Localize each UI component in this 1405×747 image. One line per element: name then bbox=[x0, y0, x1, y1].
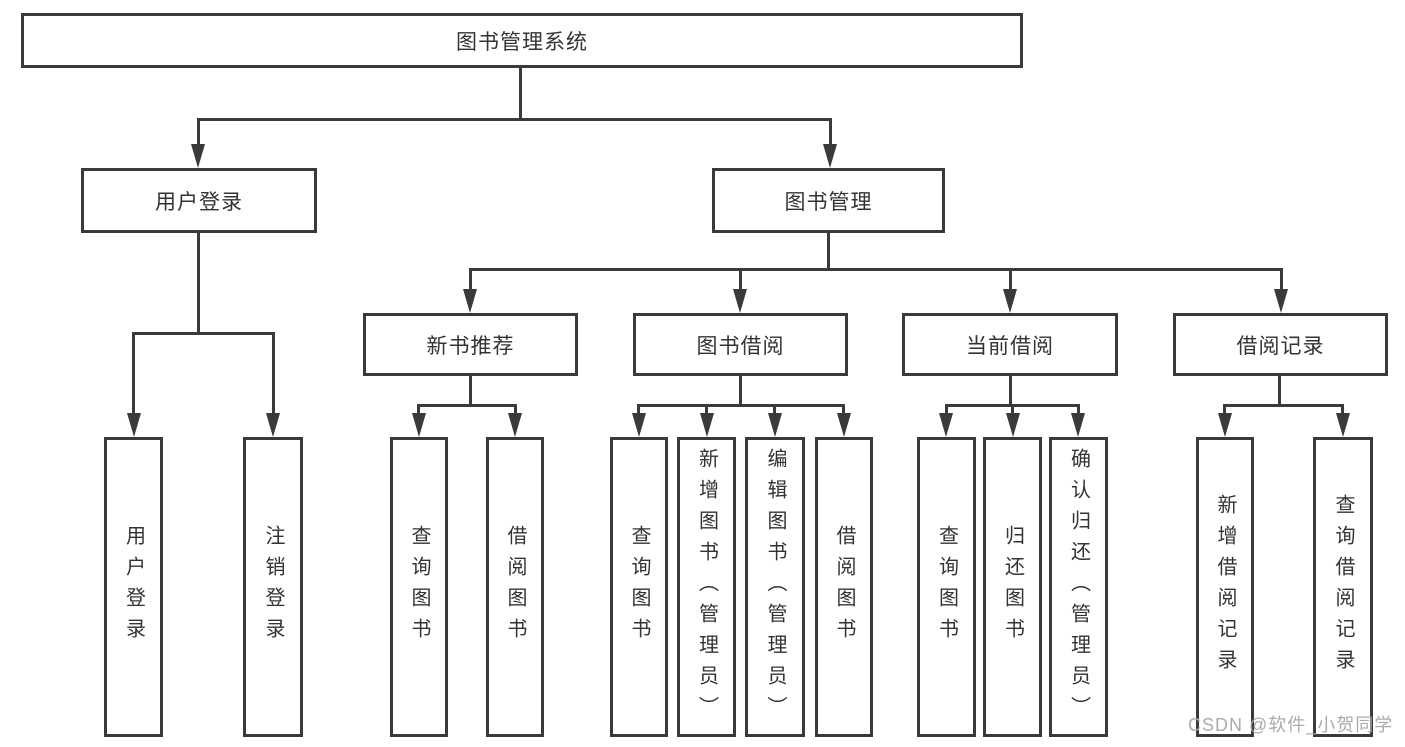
leaf-query-books-3: 查询图书 bbox=[917, 437, 976, 737]
connector-line bbox=[197, 233, 200, 335]
connector-line bbox=[637, 404, 640, 420]
arrowhead-icon bbox=[508, 413, 522, 437]
connector-line bbox=[469, 268, 472, 295]
connector-line bbox=[1278, 376, 1281, 407]
arrowhead-icon bbox=[939, 413, 953, 437]
leaf-add-books-admin: 新增图书（管理员） bbox=[677, 437, 736, 737]
connector-line bbox=[1009, 376, 1012, 407]
leaf-query-books-2: 查询图书 bbox=[610, 437, 668, 737]
leaf-user-login: 用户登录 bbox=[104, 437, 163, 737]
connector-line bbox=[842, 404, 845, 420]
arrowhead-icon bbox=[632, 413, 646, 437]
connector-line bbox=[469, 268, 1283, 271]
node-book-management: 图书管理 bbox=[712, 168, 945, 233]
csdn-watermark: CSDN @软件_小贺同学 bbox=[1188, 715, 1394, 735]
arrowhead-icon bbox=[1003, 289, 1017, 313]
connector-line bbox=[132, 332, 275, 335]
arrowhead-icon bbox=[412, 413, 426, 437]
arrowhead-icon bbox=[1071, 413, 1085, 437]
connector-line bbox=[945, 404, 948, 420]
arrowhead-icon bbox=[733, 289, 747, 313]
arrowhead-icon bbox=[768, 413, 782, 437]
connector-line bbox=[739, 268, 742, 295]
connector-line bbox=[829, 118, 832, 150]
connector-line bbox=[1077, 404, 1080, 420]
connector-line bbox=[1223, 404, 1344, 407]
node-current-borrowing: 当前借阅 bbox=[902, 313, 1118, 376]
leaf-borrow-books: 借阅图书 bbox=[486, 437, 544, 737]
arrowhead-icon bbox=[1274, 289, 1288, 313]
connector-line bbox=[637, 404, 845, 407]
arrowhead-icon bbox=[463, 289, 477, 313]
connector-line bbox=[1009, 268, 1012, 295]
connector-line bbox=[132, 332, 135, 420]
node-new-book-recommend: 新书推荐 bbox=[363, 313, 578, 376]
leaf-borrow-books-2: 借阅图书 bbox=[815, 437, 873, 737]
leaf-logout: 注销登录 bbox=[243, 437, 303, 737]
connector-line bbox=[417, 404, 420, 420]
node-book-borrowing: 图书借阅 bbox=[633, 313, 848, 376]
arrowhead-icon bbox=[700, 413, 714, 437]
connector-line bbox=[1223, 404, 1226, 420]
arrowhead-icon bbox=[127, 413, 141, 437]
leaf-return-books: 归还图书 bbox=[983, 437, 1042, 737]
connector-line bbox=[705, 404, 708, 420]
connector-line bbox=[197, 118, 832, 121]
arrowhead-icon bbox=[266, 413, 280, 437]
leaf-query-books: 查询图书 bbox=[390, 437, 448, 737]
connector-line bbox=[1341, 404, 1344, 420]
connector-line bbox=[773, 404, 776, 420]
leaf-add-borrow-record: 新增借阅记录 bbox=[1196, 437, 1254, 737]
node-user-login: 用户登录 bbox=[81, 168, 317, 233]
connector-line bbox=[469, 376, 472, 407]
node-library-system: 图书管理系统 bbox=[21, 13, 1023, 68]
arrowhead-icon bbox=[1006, 413, 1020, 437]
arrowhead-icon bbox=[823, 144, 837, 168]
connector-line bbox=[272, 332, 275, 420]
connector-line bbox=[197, 118, 200, 150]
connector-line bbox=[514, 404, 517, 420]
connector-line bbox=[827, 233, 830, 271]
connector-line bbox=[739, 376, 742, 407]
leaf-query-borrow-record: 查询借阅记录 bbox=[1313, 437, 1373, 737]
connector-line bbox=[519, 68, 522, 121]
leaf-confirm-return-admin: 确认归还（管理员） bbox=[1049, 437, 1108, 737]
leaf-edit-books-admin: 编辑图书（管理员） bbox=[745, 437, 805, 737]
arrowhead-icon bbox=[1218, 413, 1232, 437]
arrowhead-icon bbox=[1336, 413, 1350, 437]
connector-line bbox=[1011, 404, 1014, 420]
arrowhead-icon bbox=[837, 413, 851, 437]
connector-line bbox=[1280, 268, 1283, 295]
arrowhead-icon bbox=[191, 144, 205, 168]
connector-line bbox=[417, 404, 517, 407]
node-borrow-records: 借阅记录 bbox=[1173, 313, 1388, 376]
